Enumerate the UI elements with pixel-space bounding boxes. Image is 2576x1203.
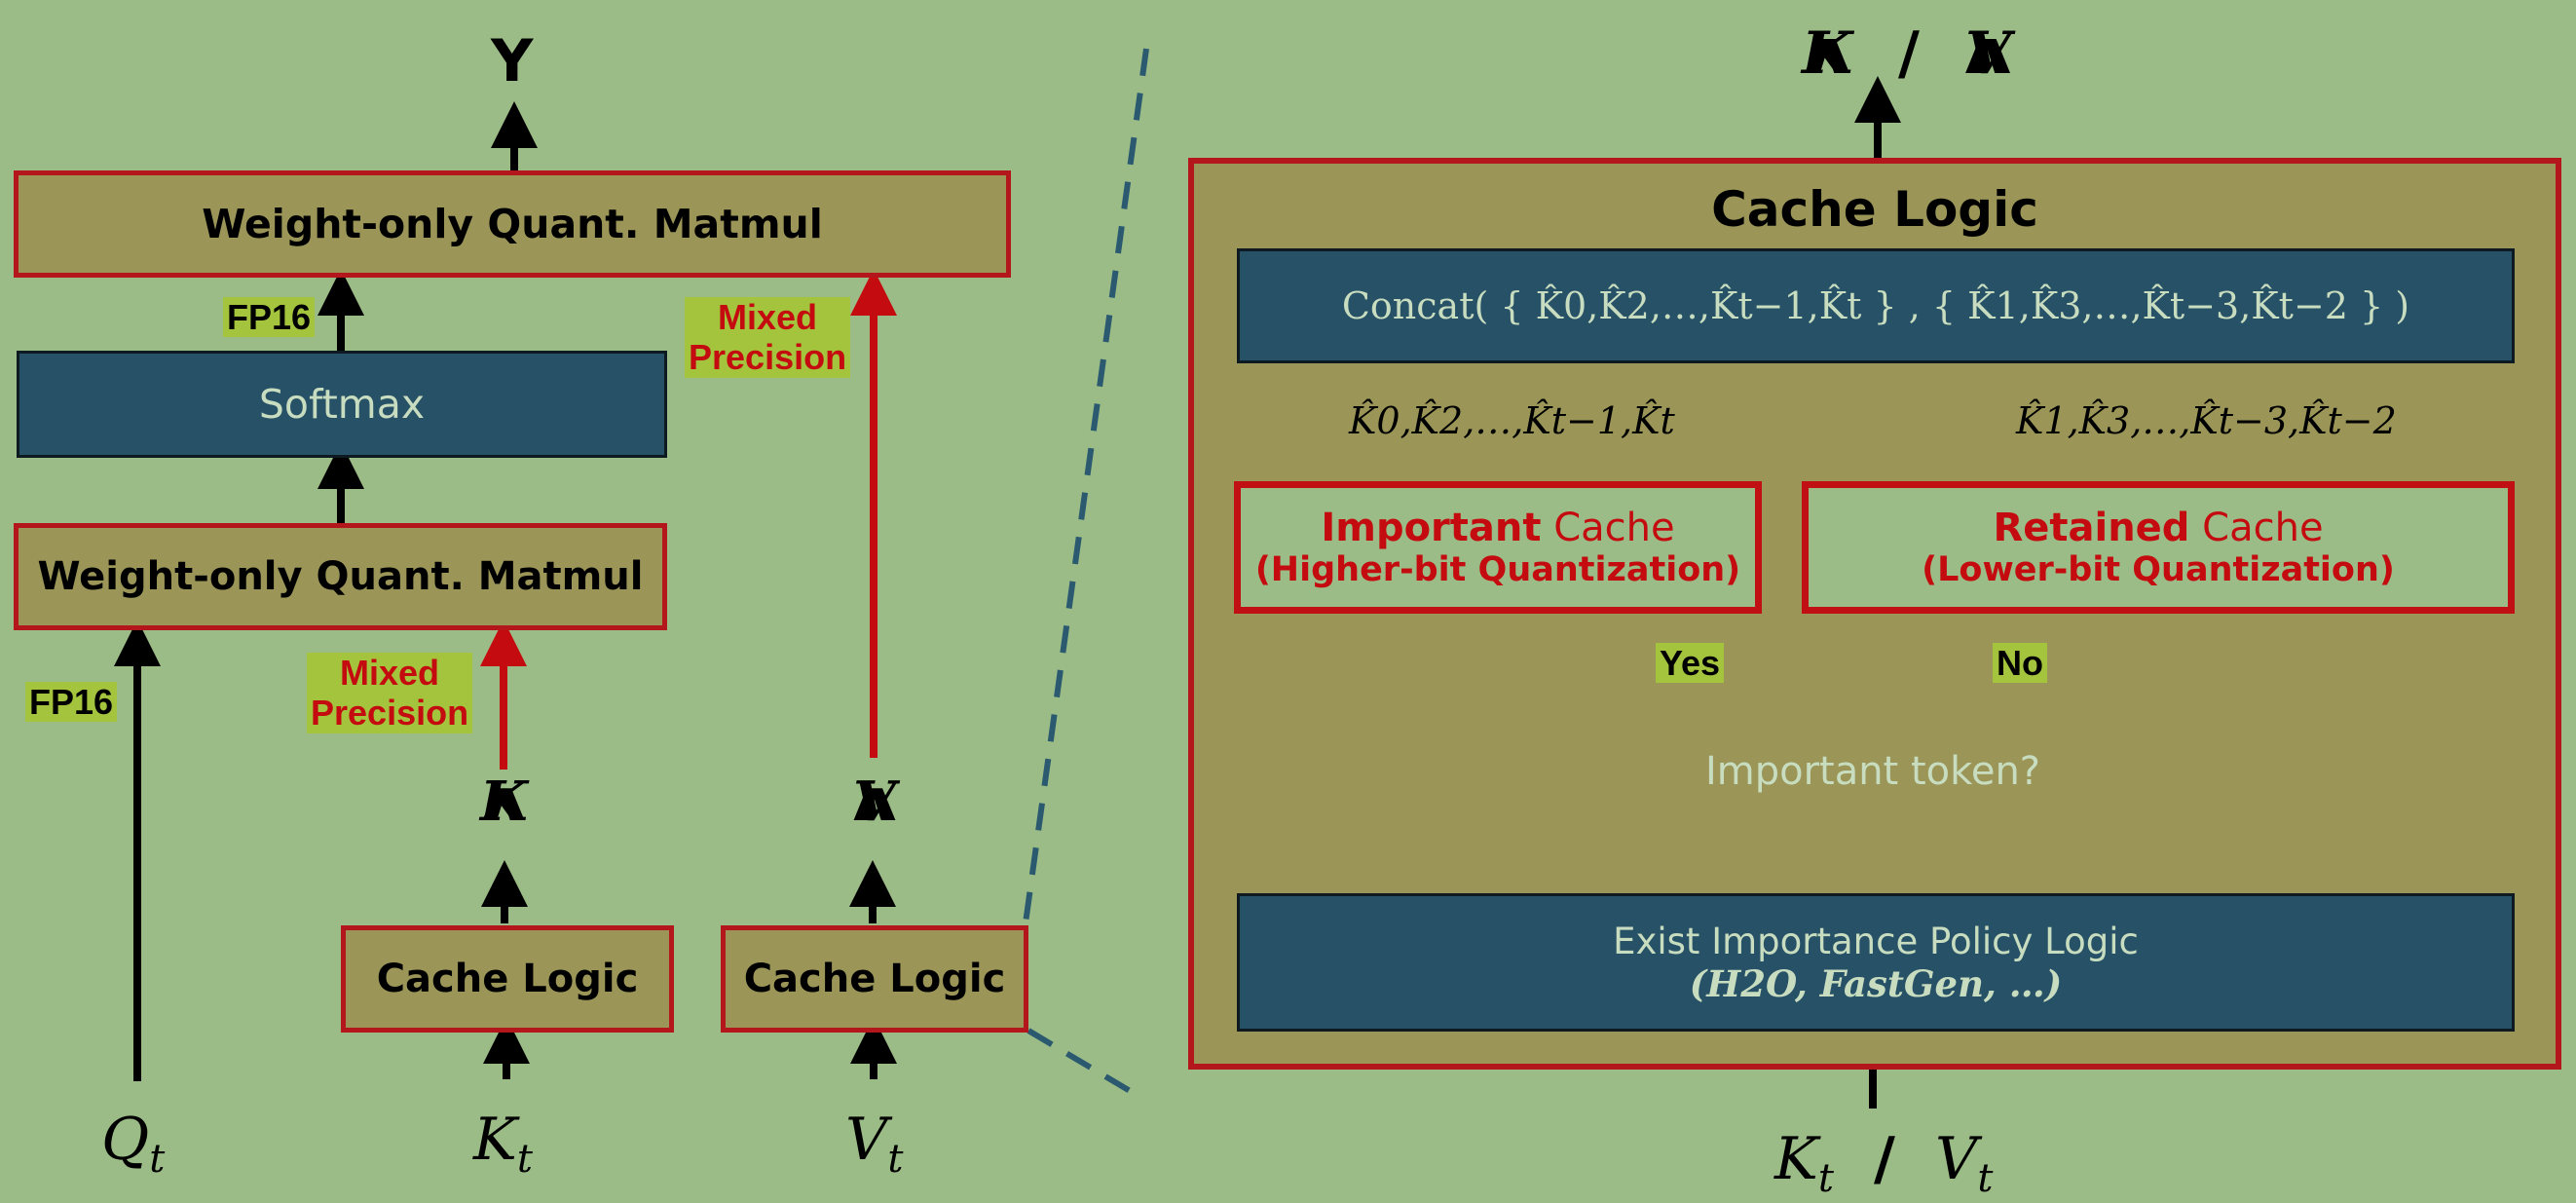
v-input-label: Vt (845, 1106, 904, 1182)
cache-logic-k-label: Cache Logic (376, 957, 639, 1001)
mixed-right-line2: Precision (689, 337, 847, 378)
retained-list-label: K̂1,K̂3,…,K̂t−3,K̂t−2 (2016, 399, 2397, 442)
cache-logic-k-box: Cache Logic (341, 925, 674, 1033)
right-output-label: K / V (1802, 19, 2010, 88)
k-hat-label: K (480, 770, 528, 834)
important-cache-sub: (Higher-bit Quantization) (1254, 550, 1741, 589)
concat-label: Concat( { K̂0,K̂2,…,K̂t−1,K̂t } , { K̂1,… (1341, 284, 2410, 327)
mixed-left-line1: Mixed (340, 653, 440, 693)
top-matmul-label: Weight-only Quant. Matmul (202, 201, 823, 247)
mixed-precision-right-tag: Mixed Precision (685, 297, 851, 378)
top-matmul-box: Weight-only Quant. Matmul (14, 170, 1011, 278)
cache-logic-title: Cache Logic (1711, 181, 2038, 238)
policy-line1: Exist Importance Policy Logic (1613, 920, 2139, 962)
bottom-matmul-box: Weight-only Quant. Matmul (14, 523, 667, 630)
output-y-label: Y (491, 27, 534, 95)
important-cache-rest: Cache (1553, 506, 1675, 550)
v-hat-label: V (853, 770, 895, 834)
bottom-matmul-label: Weight-only Quant. Matmul (37, 554, 644, 599)
yes-tag: Yes (1656, 643, 1725, 684)
mixed-left-line2: Precision (311, 693, 469, 733)
retained-cache-box: Retained Cache (Lower-bit Quantization) (1802, 481, 2515, 614)
important-list-label: K̂0,K̂2,…,K̂t−1,K̂t (1349, 399, 1675, 442)
important-cache-box: Important Cache (Higher-bit Quantization… (1234, 481, 1762, 614)
zoom-line-top (1022, 48, 1149, 931)
retained-cache-bold: Retained (1993, 506, 2190, 550)
softmax-label: Softmax (258, 381, 426, 428)
important-cache-bold: Important (1321, 506, 1542, 550)
q-input-label: Qt (101, 1106, 166, 1182)
cache-logic-v-box: Cache Logic (721, 925, 1028, 1033)
retained-cache-rest: Cache (2202, 506, 2324, 550)
fp16-left-tag: FP16 (25, 682, 118, 723)
no-tag: No (1993, 643, 2047, 684)
policy-line2: (H2O, FastGen, …) (1689, 961, 2063, 1005)
decision-label: Important token? (1704, 749, 2041, 794)
mixed-precision-left-tag: Mixed Precision (307, 653, 473, 733)
policy-box: Exist Importance Policy Logic (H2O, Fast… (1237, 893, 2515, 1032)
zoom-line-bottom (1027, 1028, 1143, 1101)
cache-logic-v-label: Cache Logic (743, 957, 1006, 1001)
concat-box: Concat( { K̂0,K̂2,…,K̂t−1,K̂t } , { K̂1,… (1237, 248, 2515, 363)
mixed-right-line1: Mixed (718, 297, 818, 337)
softmax-box: Softmax (17, 351, 667, 458)
right-input-label: Kt / Vt (1774, 1125, 1994, 1201)
retained-cache-sub: (Lower-bit Quantization) (1922, 550, 2395, 589)
fp16-top-tag: FP16 (223, 297, 316, 338)
k-input-label: Kt (473, 1106, 533, 1182)
